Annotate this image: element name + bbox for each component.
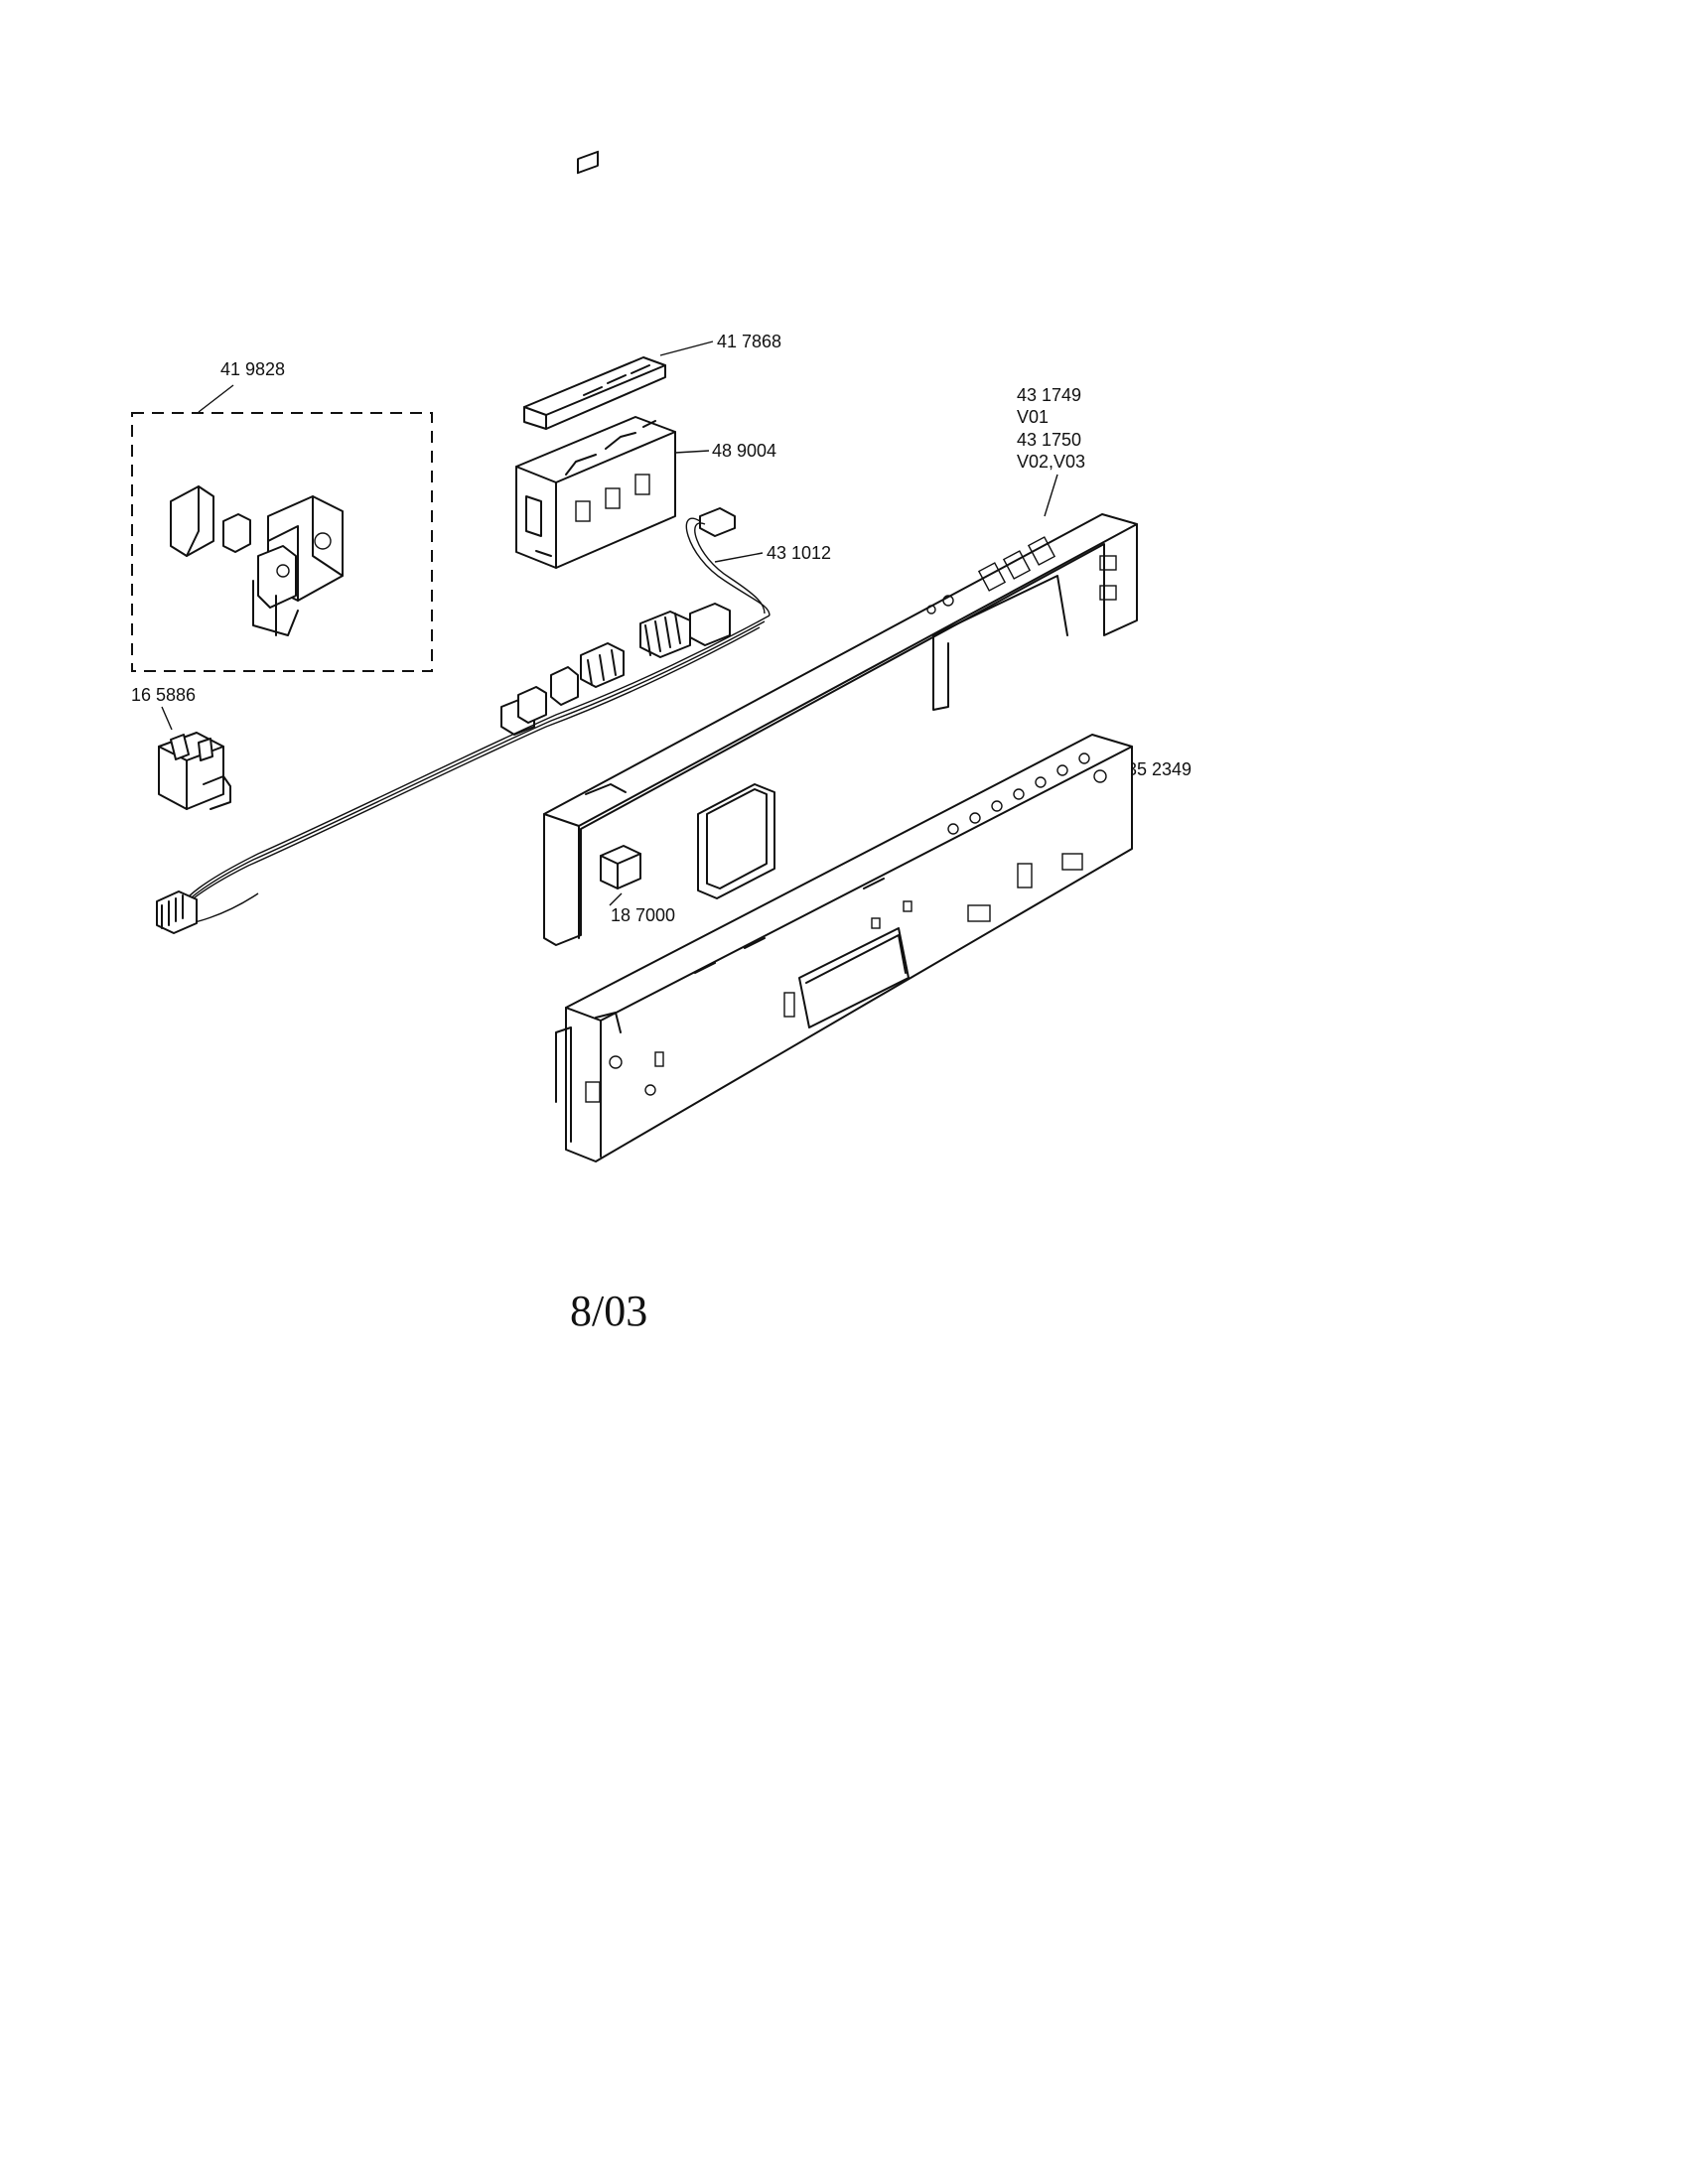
- part-35-2349: [555, 734, 1133, 1162]
- label-16-5886: 16 5886: [131, 685, 196, 705]
- footer-date: 8/03: [570, 1287, 647, 1335]
- part-41-7868: [523, 150, 666, 430]
- part-16-5886: [158, 732, 231, 810]
- label-43-1749: 43 1749: [1017, 385, 1081, 405]
- part-48-9004: [515, 416, 676, 569]
- label-43-1012: 43 1012: [767, 543, 831, 563]
- part-43-1012: [156, 507, 771, 934]
- label-43-1750: 43 1750: [1017, 430, 1081, 450]
- assembly-41-9828: [131, 412, 433, 672]
- part-43-1749: [543, 513, 1138, 946]
- part-18-7000: [600, 845, 641, 889]
- label-48-9004: 48 9004: [712, 441, 776, 461]
- label-18-7000: 18 7000: [611, 905, 675, 925]
- label-41-7868: 41 7868: [717, 332, 781, 351]
- label-v02-v03: V02,V03: [1017, 452, 1085, 472]
- label-v01: V01: [1017, 407, 1049, 427]
- label-41-9828: 41 9828: [220, 359, 285, 379]
- label-35-2349: 35 2349: [1127, 759, 1192, 779]
